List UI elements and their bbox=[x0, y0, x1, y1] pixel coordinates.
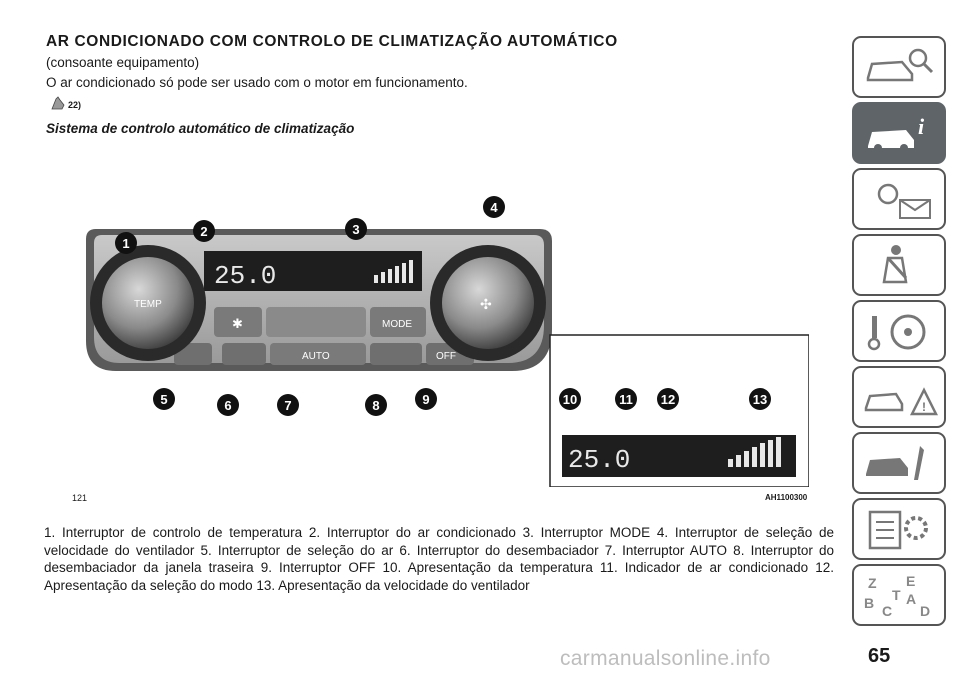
sidebar-tab-safety[interactable] bbox=[852, 234, 946, 296]
svg-text:!: ! bbox=[922, 400, 926, 414]
callout-6: 6 bbox=[224, 398, 231, 413]
panel-temp-readout: 25.0 bbox=[214, 261, 276, 291]
warning-ref-number: 22) bbox=[68, 100, 82, 110]
callout-3: 3 bbox=[352, 222, 359, 237]
callout-2: 2 bbox=[200, 224, 207, 239]
sidebar-tab-car-info[interactable]: i bbox=[852, 102, 946, 164]
zoom-fan-bars bbox=[728, 437, 781, 467]
sidebar-tab-steering[interactable] bbox=[852, 300, 946, 362]
svg-text:E: E bbox=[906, 573, 915, 589]
warning-lights-icon bbox=[877, 183, 931, 219]
seatbelt-airbag-icon bbox=[882, 245, 908, 284]
watermark: carmanualsonline.info bbox=[560, 647, 771, 670]
zoom-temp-readout: 25.0 bbox=[568, 445, 630, 475]
car-warning-triangle-icon: ! bbox=[864, 387, 938, 416]
callout-7: 7 bbox=[284, 398, 291, 413]
alphabet-index-icon: Z E B AC D T bbox=[864, 573, 930, 618]
callout-10: 10 bbox=[563, 392, 577, 407]
panel-ac-icon: ✱ bbox=[232, 316, 243, 331]
page-number: 65 bbox=[868, 645, 891, 667]
sidebar-tab-car-search[interactable] bbox=[852, 36, 946, 98]
callout-markers: 1 2 3 4 5 6 7 8 9 10 11 12 13 bbox=[115, 196, 771, 416]
svg-text:D: D bbox=[920, 603, 930, 618]
equipment-note: (consoante equipamento) bbox=[46, 55, 200, 70]
panel-temp-knob-label: TEMP bbox=[134, 299, 162, 310]
subheading: Sistema de controlo automático de climat… bbox=[46, 121, 355, 136]
figure-code: AH1100300 bbox=[765, 493, 808, 502]
sidebar-tab-specs[interactable] bbox=[852, 498, 946, 560]
callout-9: 9 bbox=[422, 392, 429, 407]
car-info-icon: i bbox=[868, 114, 925, 152]
car-search-icon bbox=[866, 48, 934, 82]
callout-8: 8 bbox=[372, 398, 379, 413]
section-heading: AR CONDICIONADO COM CONTROLO DE CLIMATIZ… bbox=[46, 33, 618, 50]
climate-panel-illustration: 25.0 ✱ MODE AUTO OFF TEMP ✣ 25.0 bbox=[86, 196, 809, 487]
panel-mode-label: MODE bbox=[382, 319, 412, 330]
callout-11: 11 bbox=[619, 392, 633, 407]
sidebar-tab-emergency[interactable]: ! bbox=[852, 366, 946, 428]
callout-4: 4 bbox=[490, 200, 498, 215]
callout-12: 12 bbox=[661, 392, 675, 407]
panel-fan-knob-icon: ✣ bbox=[480, 296, 492, 312]
steering-key-icon bbox=[867, 314, 926, 351]
sidebar-tab-warning-lights[interactable] bbox=[852, 168, 946, 230]
callout-13: 13 bbox=[753, 392, 767, 407]
panel-fan-bars bbox=[374, 260, 413, 283]
hand-warning-icon bbox=[51, 96, 65, 110]
panel-auto-label: AUTO bbox=[302, 351, 330, 362]
svg-text:B: B bbox=[864, 595, 874, 611]
svg-text:Z: Z bbox=[868, 575, 877, 591]
svg-text:T: T bbox=[892, 587, 901, 603]
svg-text:i: i bbox=[918, 114, 925, 139]
callout-5: 5 bbox=[160, 392, 167, 407]
svg-text:C: C bbox=[882, 603, 892, 618]
climate-control-figure: 25.0 ✱ MODE AUTO OFF TEMP ✣ 25.0 bbox=[56, 163, 809, 487]
warning-reference: 22) bbox=[50, 96, 81, 110]
engine-note: O ar condicionado só pode ser usado com … bbox=[46, 75, 468, 90]
specs-gear-icon bbox=[868, 510, 928, 550]
sidebar-tab-service[interactable] bbox=[852, 432, 946, 494]
figure-label: 121 bbox=[72, 493, 88, 503]
car-service-icon bbox=[866, 446, 924, 480]
svg-text:A: A bbox=[906, 591, 916, 607]
figure-caption: 1. Interruptor de controlo de temperatur… bbox=[44, 525, 834, 593]
callout-1: 1 bbox=[122, 236, 129, 251]
panel-off-label: OFF bbox=[436, 351, 456, 362]
